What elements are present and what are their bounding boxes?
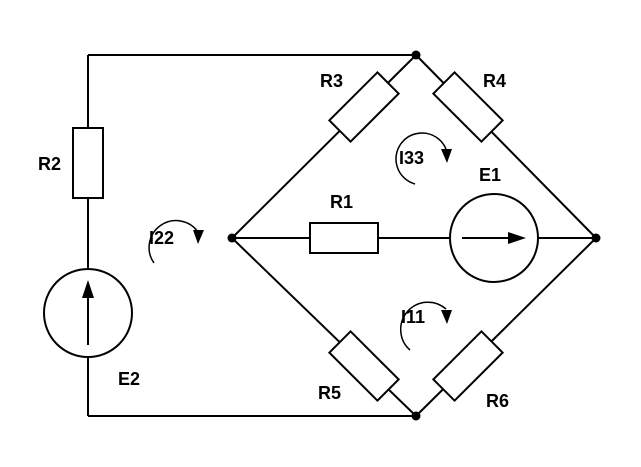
label-i33: I33 <box>399 148 424 168</box>
loop-i22-arrow-icon <box>193 230 204 244</box>
loop-i33-arc <box>395 132 447 185</box>
label-r3: R3 <box>320 71 343 91</box>
label-r1: R1 <box>330 192 353 212</box>
resistor-r3 <box>327 70 401 144</box>
loop-i22 <box>148 219 204 264</box>
resistor-r1 <box>309 222 379 254</box>
loop-i33 <box>395 132 452 185</box>
label-i11: I11 <box>401 307 425 327</box>
loop-i11-arc <box>400 301 447 351</box>
node-top <box>411 50 421 60</box>
node-right <box>591 233 601 243</box>
source-e1 <box>449 193 539 283</box>
node-bottom <box>411 411 421 421</box>
label-e1: E1 <box>479 165 501 185</box>
resistor-r6 <box>431 329 505 403</box>
loop-i11 <box>400 301 452 351</box>
label-r5: R5 <box>318 383 341 403</box>
source-e1-arrow-right-icon <box>508 232 526 244</box>
label-r6: R6 <box>486 391 509 411</box>
resistor-r2 <box>72 127 104 199</box>
loop-i11-arrow-icon <box>441 310 452 324</box>
source-e2 <box>43 268 133 358</box>
source-e2-arrow-up-icon <box>82 280 94 298</box>
loop-i22-arc <box>148 219 199 264</box>
label-r2: R2 <box>38 154 61 174</box>
resistor-r5 <box>327 329 401 403</box>
label-i22: I22 <box>149 228 174 248</box>
node-left <box>227 233 237 243</box>
label-r4: R4 <box>483 71 506 91</box>
loop-i33-arrow-icon <box>441 149 452 163</box>
label-e2: E2 <box>118 369 140 389</box>
resistor-r4 <box>431 70 505 144</box>
